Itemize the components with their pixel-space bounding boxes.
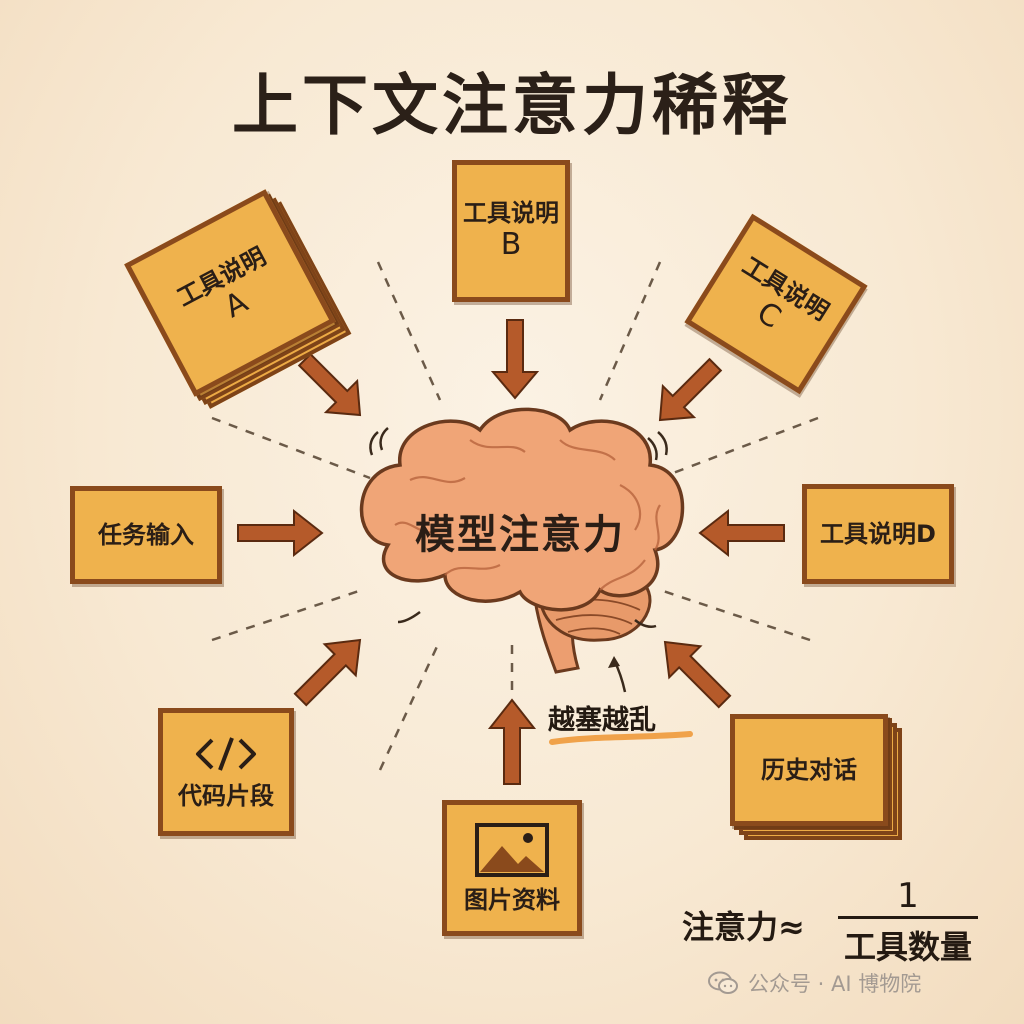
ray <box>659 416 819 480</box>
formula-denominator: 工具数量 <box>843 928 972 966</box>
arrow-from-tool-c <box>658 357 723 422</box>
annotation-pointer-head <box>608 656 620 668</box>
card-tool-d: 工具说明D <box>802 484 954 584</box>
ray <box>659 588 811 642</box>
card-code-snippet: 代码片段 <box>158 708 294 836</box>
card-history-label: 历史对话 <box>761 755 857 784</box>
card-tool-b-letter: B <box>500 227 522 263</box>
card-history: 历史对话 <box>730 714 888 826</box>
card-code-snippet-label: 代码片段 <box>178 781 274 810</box>
card-tool-b-label: 工具说明 <box>463 198 559 227</box>
arrow-from-code-snippet <box>293 638 362 707</box>
diagram-title: 上下文注意力稀释 <box>232 67 792 144</box>
annotation-underline <box>549 731 693 745</box>
card-task-input: 任务输入 <box>70 486 222 584</box>
formula-lhs: 注意力≈ <box>682 908 805 946</box>
card-task-input-label: 任务输入 <box>98 520 194 549</box>
annotation-text: 越塞越乱 <box>548 705 656 736</box>
formula-numerator: 1 <box>897 876 919 916</box>
card-tool-a-label: 工具说明 <box>172 241 271 312</box>
ray <box>376 261 442 401</box>
arrows <box>237 319 785 785</box>
arrow-from-image-material <box>487 698 537 785</box>
arrow-from-tool-b <box>490 319 540 400</box>
arrow-from-tool-d <box>698 508 785 558</box>
card-image-material-label: 图片资料 <box>464 885 560 914</box>
ray <box>378 639 442 771</box>
wechat-icon <box>708 971 738 994</box>
card-image-material: 图片资料 <box>442 800 582 936</box>
arrow-from-history <box>663 640 732 709</box>
watermark-text: 公众号 · AI 博物院 <box>748 972 922 996</box>
card-tool-d-label: 工具说明D <box>820 519 936 548</box>
ray <box>598 261 662 401</box>
history-stack: 历史对话 <box>730 714 902 840</box>
formula-fraction-bar <box>838 916 978 919</box>
brain-icon <box>359 407 685 674</box>
arrow-from-task-input <box>237 508 324 558</box>
code-icon <box>196 736 256 771</box>
arrow-from-tool-a <box>297 352 362 417</box>
ray <box>211 588 363 642</box>
card-tool-c-label: 工具说明 <box>737 251 834 326</box>
watermark: 公众号 · AI 博物院 <box>708 968 921 998</box>
brain-label: 模型注意力 <box>415 512 625 558</box>
radiating-rays <box>211 261 819 771</box>
card-tool-b: 工具说明 B <box>452 160 570 302</box>
card-tool-a-letter: A <box>219 284 254 326</box>
image-icon <box>475 822 549 877</box>
ray <box>211 416 371 480</box>
